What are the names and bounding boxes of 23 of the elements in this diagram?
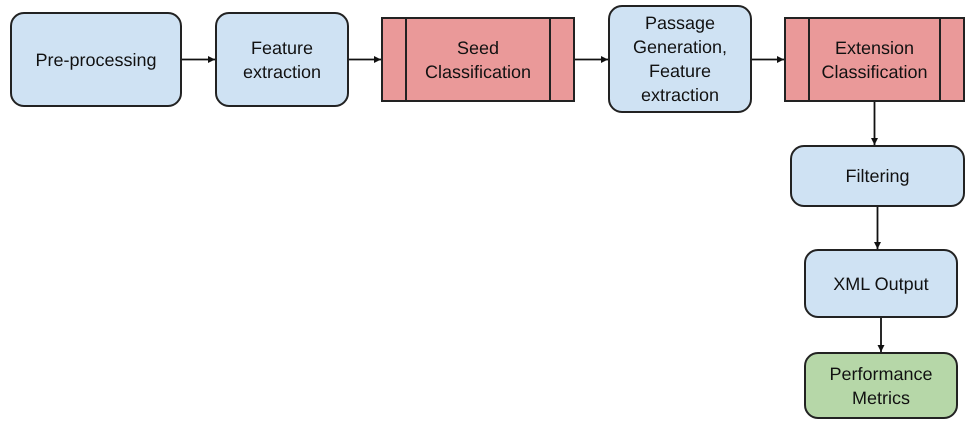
arrow <box>874 207 881 249</box>
node-label: Passage Generation, Feature extraction <box>632 12 728 107</box>
node-label: Extension Classification <box>820 36 929 84</box>
predefined-process-box <box>784 17 965 102</box>
process-box <box>790 145 965 207</box>
arrow <box>752 56 784 63</box>
process-box <box>804 249 958 318</box>
node-label: Pre-processing <box>35 48 157 72</box>
predefined-process-box <box>381 17 575 102</box>
arrow <box>871 102 878 145</box>
process-box <box>608 5 752 113</box>
node-label: XML Output <box>833 272 929 296</box>
process-box <box>215 12 349 107</box>
arrow <box>182 56 215 63</box>
node-label: Feature extraction <box>242 36 322 84</box>
arrow <box>878 318 884 352</box>
node-label: Performance Metrics <box>828 362 934 410</box>
process-box <box>10 12 182 107</box>
process-box <box>804 352 958 419</box>
arrow <box>575 56 608 63</box>
node-label: Filtering <box>845 165 910 188</box>
node-label: Seed Classification <box>424 36 532 84</box>
arrow <box>349 56 381 63</box>
